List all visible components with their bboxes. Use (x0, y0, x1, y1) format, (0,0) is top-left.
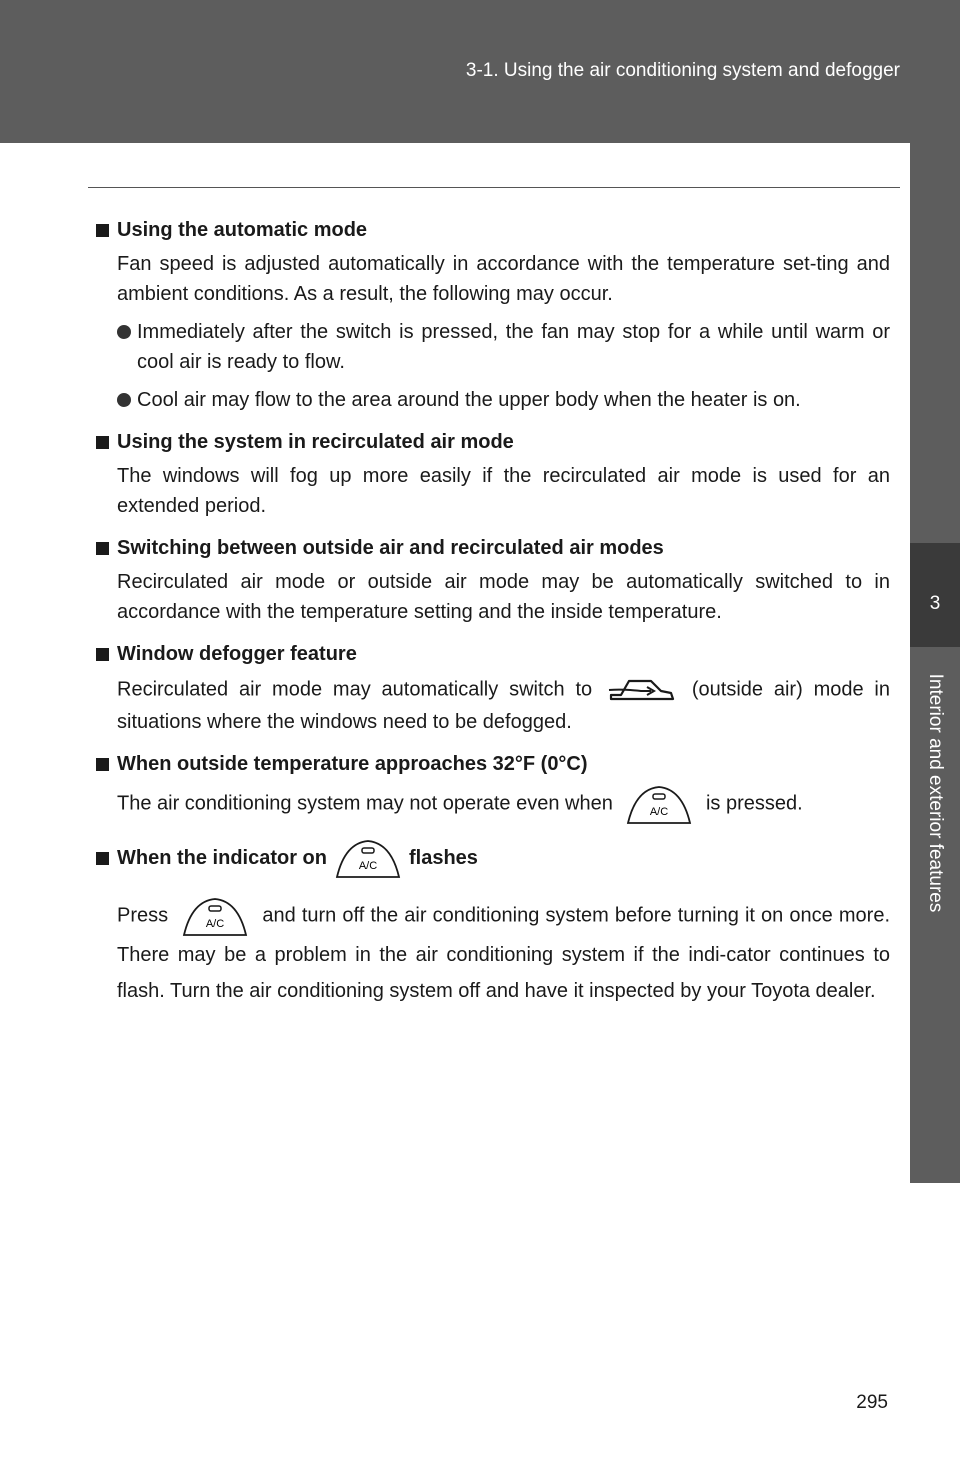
chapter-number-block (910, 543, 960, 647)
heading-text: flashes (409, 847, 478, 869)
svg-text:A/C: A/C (206, 918, 224, 930)
ac-button-icon: A/C (183, 898, 248, 936)
paragraph-text: The air conditioning system may not oper… (117, 792, 613, 815)
paragraph-text: (outside air) mode in situations where t… (117, 678, 890, 733)
section-paragraph: Press A/C and turn off the air condition… (96, 895, 890, 1009)
square-bullet-icon (96, 223, 109, 237)
section-paragraph: Recirculated air mode may automatically … (96, 673, 890, 737)
page-content: Using the automatic mode Fan speed is ad… (96, 215, 890, 1021)
bullet-text: Immediately after the switch is pressed,… (137, 321, 890, 373)
section-heading: Using the automatic mode (96, 215, 890, 245)
section-recirculated-mode: Using the system in recirculated air mod… (96, 427, 890, 521)
square-bullet-icon (96, 851, 109, 865)
square-bullet-icon (96, 757, 109, 771)
section-indicator-flashes: When the indicator on A/C flashes Press … (96, 837, 890, 1009)
bullet-text: Cool air may flow to the area around the… (137, 389, 801, 411)
car-outside-air-icon (608, 679, 675, 701)
paragraph-text: and turn off the air conditioning system… (117, 904, 890, 1002)
chapter-title: Interior and exterior features (925, 673, 946, 913)
svg-text:A/C: A/C (650, 806, 668, 818)
heading-text: Window defogger feature (117, 643, 357, 665)
section-window-defogger: Window defogger feature Recirculated air… (96, 639, 890, 737)
heading-text: Using the system in recirculated air mod… (117, 431, 514, 453)
heading-text: Using the automatic mode (117, 219, 368, 241)
section-automatic-mode: Using the automatic mode Fan speed is ad… (96, 215, 890, 415)
header-band: 3-1. Using the air conditioning system a… (0, 0, 960, 143)
section-paragraph: The windows will fog up more easily if t… (117, 465, 890, 517)
section-heading: Using the system in recirculated air mod… (96, 427, 890, 457)
heading-text: When the indicator on (117, 847, 327, 869)
heading-text: Switching between outside air and recirc… (117, 537, 664, 559)
list-item: Immediately after the switch is pressed,… (96, 317, 890, 377)
section-title: 3-1. Using the air conditioning system a… (465, 60, 900, 81)
square-bullet-icon (96, 541, 109, 555)
section-heading: When outside temperature approaches 32°F… (96, 749, 890, 779)
square-bullet-icon (96, 647, 109, 661)
section-paragraph: Recirculated air mode or outside air mod… (117, 571, 890, 623)
page-number: 295 (856, 1392, 888, 1413)
square-bullet-icon (96, 435, 109, 449)
section-heading: Switching between outside air and recirc… (96, 533, 890, 563)
section-heading: Window defogger feature (96, 639, 890, 669)
ac-button-icon: A/C (335, 840, 401, 878)
section-outside-temperature: When outside temperature approaches 32°F… (96, 749, 890, 825)
round-bullet-icon (117, 393, 131, 407)
ac-button-icon: A/C (627, 786, 692, 824)
round-bullet-icon (117, 325, 131, 339)
list-item: Cool air may flow to the area around the… (96, 385, 890, 415)
heading-text: When outside temperature approaches 32°F… (117, 753, 588, 775)
paragraph-text: Recirculated air mode may automatically … (117, 678, 593, 701)
chapter-side-tab: 3 Interior and exterior features (910, 143, 960, 1183)
paragraph-text: Press (117, 904, 169, 927)
chapter-number: 3 (929, 593, 941, 614)
section-paragraph: The air conditioning system may not oper… (96, 783, 890, 825)
section-paragraph: Fan speed is adjusted automatically in a… (117, 253, 890, 305)
svg-text:A/C: A/C (359, 860, 377, 872)
paragraph-text: is pressed. (705, 792, 803, 815)
section-switching-modes: Switching between outside air and recirc… (96, 533, 890, 627)
section-heading: When the indicator on A/C flashes (96, 837, 890, 879)
header-rule (88, 187, 900, 188)
